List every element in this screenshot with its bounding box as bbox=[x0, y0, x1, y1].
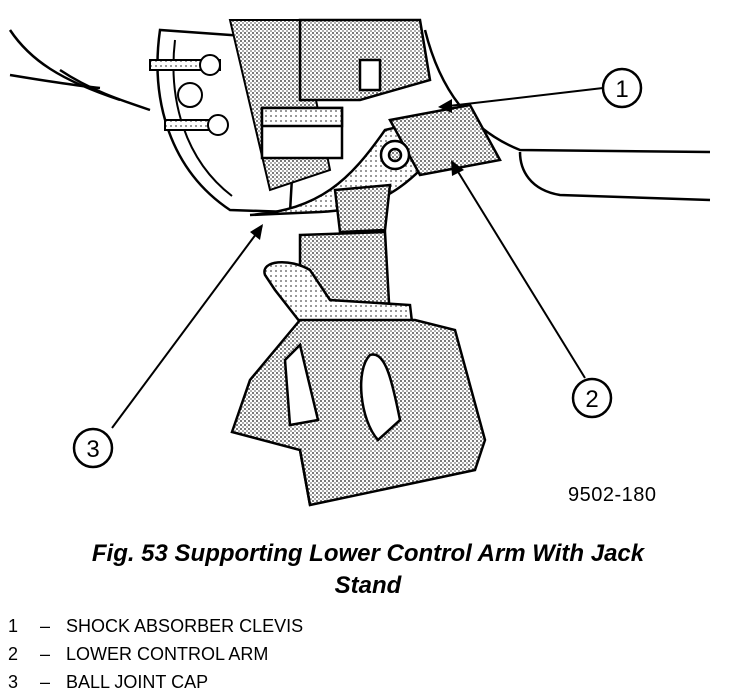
wheel-studs bbox=[149, 54, 229, 136]
legend-number: 2 bbox=[8, 644, 19, 664]
figure-code: 9502-180 bbox=[568, 484, 657, 506]
callout-3-number: 3 bbox=[86, 436, 99, 463]
legend-text: LOWER CONTROL ARM bbox=[66, 644, 269, 664]
callout-1-number: 1 bbox=[615, 76, 628, 103]
arrowhead-1 bbox=[438, 99, 452, 113]
figure-caption: Fig. 53 Supporting Lower Control Arm Wit… bbox=[0, 538, 736, 602]
legend-item: 2 – LOWER CONTROL ARM bbox=[8, 640, 303, 668]
legend-text: BALL JOINT CAP bbox=[66, 672, 209, 692]
tire-outline bbox=[8, 29, 151, 112]
callout-3: 3 bbox=[72, 427, 114, 469]
legend-item: 3 – BALL JOINT CAP bbox=[8, 668, 303, 696]
callout-2-number: 2 bbox=[585, 386, 598, 413]
callout-2: 2 bbox=[571, 377, 613, 419]
legend-text: SHOCK ABSORBER CLEVIS bbox=[66, 616, 304, 636]
arrowhead-3 bbox=[250, 224, 263, 240]
legend-list: 1 – SHOCK ABSORBER CLEVIS 2 – LOWER CONT… bbox=[8, 612, 303, 696]
callout-1: 1 bbox=[601, 67, 643, 109]
jack-stand bbox=[230, 183, 487, 507]
leader-arrowheads bbox=[250, 99, 464, 240]
leader-line-3 bbox=[111, 225, 263, 429]
suspension-illustration: 1 2 3 bbox=[8, 18, 711, 507]
caption-line-1: Fig. 53 Supporting Lower Control Arm Wit… bbox=[91, 540, 645, 567]
leader-lines bbox=[111, 87, 604, 429]
legend-dash: – bbox=[40, 672, 51, 692]
legend-item: 1 – SHOCK ABSORBER CLEVIS bbox=[8, 612, 303, 640]
caption-line-2: Stand bbox=[334, 572, 402, 599]
legend-dash: – bbox=[40, 644, 51, 664]
arrowhead-2 bbox=[451, 160, 464, 176]
legend-dash: – bbox=[40, 616, 51, 636]
legend-number: 1 bbox=[8, 616, 19, 636]
leader-line-2 bbox=[451, 161, 586, 379]
legend-number: 3 bbox=[8, 672, 19, 692]
leader-line-1 bbox=[439, 87, 604, 108]
steering-knuckle bbox=[260, 18, 432, 160]
